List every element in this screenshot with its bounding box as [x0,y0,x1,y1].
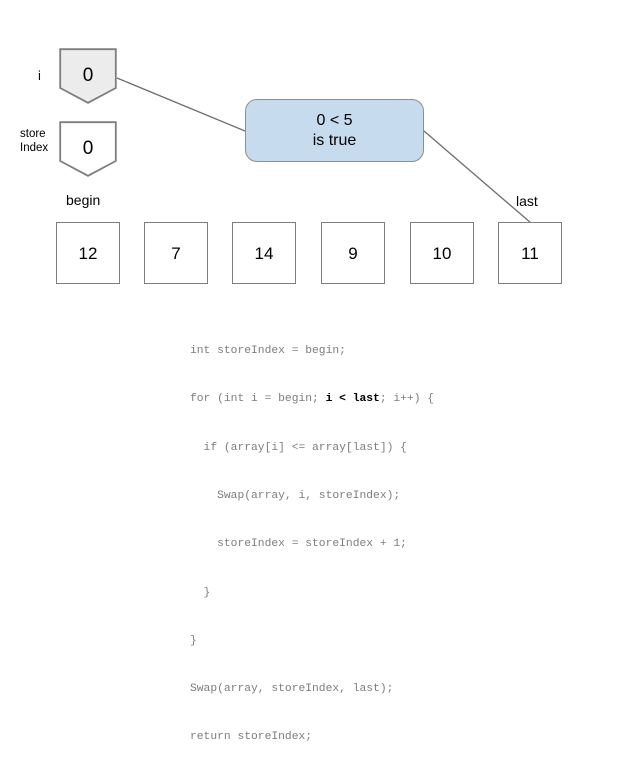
code-line: return storeIndex; [190,731,313,744]
code-line: Swap(array, i, storeIndex); [190,490,401,503]
connector-callout-to-last-cell [423,130,532,224]
code-line: storeIndex = storeIndex + 1; [190,538,407,551]
code-fragment: for (int i = begin; [190,393,326,406]
code-line: for (int i = begin; i < last; i++) { [190,391,434,407]
code-fragment-highlight: i < last [325,393,380,406]
variable-marker-i: 0 [59,48,117,104]
variable-value-i: 0 [82,65,94,86]
code-line: } [190,586,211,599]
array-cell-2[interactable]: 14 [232,222,296,284]
code-line: Swap(array, storeIndex, last); [190,683,394,696]
variable-label-i: i [38,68,41,83]
array-cell-0[interactable]: 12 [56,222,120,284]
code-line: if (array[i] <= array[last]) { [190,441,407,454]
variable-marker-store-index: 0 [59,121,117,177]
array-cell-4[interactable]: 10 [410,222,474,284]
pentagon-shape-i [59,48,117,104]
array-cell-3[interactable]: 9 [321,222,385,284]
pointer-label-last: last [516,193,538,209]
code-listing: int storeIndex = begin; for (int i = beg… [190,311,434,778]
slide-canvas: i 0 store Index 0 0 < 5 is true begin la… [20,48,562,743]
array-cell-value: 7 [171,243,181,263]
array-cell-5[interactable]: 11 [498,222,562,284]
pointer-label-begin: begin [66,192,101,208]
variable-value-store-index: 0 [82,138,94,159]
code-line: int storeIndex = begin; [190,345,346,358]
code-fragment: ; i++) { [379,393,435,406]
variable-label-store-index: store Index [20,128,49,154]
array-cell-value: 10 [432,243,452,263]
code-line: } [190,634,197,647]
callout-line-result: is true [312,131,357,149]
array-cell-value: 11 [521,243,539,263]
array-cell-value: 14 [254,243,274,263]
condition-callout: 0 < 5 is true [245,99,424,162]
callout-line-condition: 0 < 5 [316,111,353,129]
array-row: 12 7 14 9 10 11 [56,222,562,284]
array-cell-1[interactable]: 7 [144,222,208,284]
array-cell-value: 12 [78,243,98,263]
connector-i-to-callout [116,77,246,132]
array-cell-value: 9 [348,243,358,263]
pentagon-shape-store-index [59,121,117,177]
